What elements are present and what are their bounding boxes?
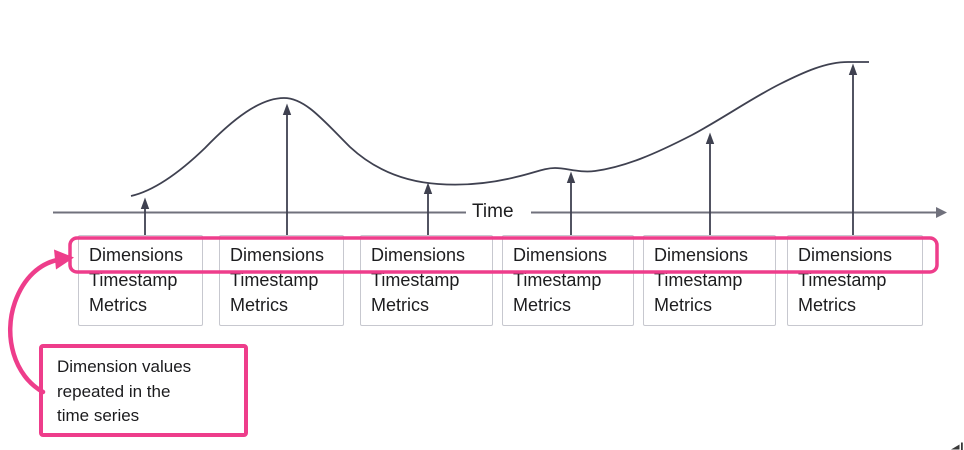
value-arrow-icon [705, 132, 715, 236]
record-field-timestamp: Timestamp [230, 269, 319, 290]
annotation-callout: Dimension values repeated in the time se… [39, 344, 248, 437]
record-field-metrics: Metrics [654, 294, 712, 315]
record-field-dimensions: Dimensions [513, 244, 608, 265]
record-card: Dimensions Timestamp Metrics [787, 235, 923, 326]
record-field-dimensions: Dimensions [230, 244, 325, 265]
record-field-metrics: Metrics [371, 294, 429, 315]
record-field-metrics: Metrics [513, 294, 571, 315]
value-arrow-icon [423, 182, 433, 236]
corner-artifact [951, 442, 963, 450]
value-arrow-icon [848, 63, 858, 236]
record-card: Dimensions Timestamp Metrics [643, 235, 776, 326]
record-card: Dimensions Timestamp Metrics [219, 235, 344, 326]
record-field-timestamp: Timestamp [798, 269, 887, 290]
value-arrows [140, 63, 858, 236]
value-arrow-icon [566, 171, 576, 236]
value-arrow-icon [140, 197, 150, 236]
record-card: Dimensions Timestamp Metrics [360, 235, 493, 326]
axis-label-time: Time [472, 201, 514, 222]
record-field-timestamp: Timestamp [513, 269, 602, 290]
value-arrow-icon [282, 103, 292, 236]
record-field-dimensions: Dimensions [89, 244, 184, 265]
record-field-dimensions: Dimensions [371, 244, 466, 265]
record-field-timestamp: Timestamp [371, 269, 460, 290]
record-field-timestamp: Timestamp [89, 269, 178, 290]
record-field-dimensions: Dimensions [654, 244, 749, 265]
record-card: Dimensions Timestamp Metrics [502, 235, 634, 326]
record-field-metrics: Metrics [89, 294, 147, 315]
time-axis [53, 207, 947, 218]
record-field-dimensions: Dimensions [798, 244, 893, 265]
record-card: Dimensions Timestamp Metrics [78, 235, 203, 326]
axis-arrowhead-icon [936, 207, 947, 218]
record-field-metrics: Metrics [230, 294, 288, 315]
record-field-metrics: Metrics [798, 294, 856, 315]
record-field-timestamp: Timestamp [654, 269, 743, 290]
time-series-curve [130, 61, 869, 197]
